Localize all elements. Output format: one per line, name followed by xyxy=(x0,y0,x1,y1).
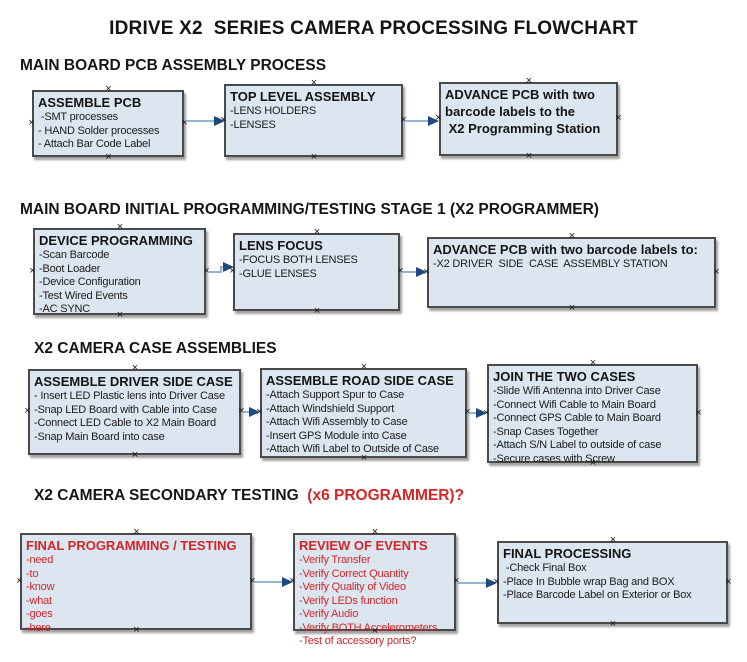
flow-box-review-of-events: REVIEW OF EVENTS -Verify Transfer -Verif… xyxy=(293,533,456,647)
flow-box-advance-pcb-programming-station: ADVANCE PCB with two barcode labels to t… xyxy=(439,82,618,156)
connection-handle-left-icon xyxy=(492,578,501,587)
connection-handle-left-icon xyxy=(422,268,431,277)
connection-handle-top-icon xyxy=(104,85,113,94)
connection-handle-left-icon xyxy=(228,267,237,276)
flow-box-final-programming-testing: FINAL PROGRAMMING / TESTING -need -to -k… xyxy=(20,533,252,634)
box-title: REVIEW OF EVENTS xyxy=(299,538,428,553)
section-header-pcb-assembly: MAIN BOARD PCB ASSEMBLY PROCESS xyxy=(20,57,327,74)
connection-handle-bottom-icon xyxy=(525,152,534,161)
arrow-road-case-to-join-cases xyxy=(469,408,487,418)
connection-handle-top-icon xyxy=(609,536,618,545)
box-items: - Insert LED Plastic lens into Driver Ca… xyxy=(34,390,225,443)
connection-handle-top-icon xyxy=(360,363,369,372)
flow-box-advance-pcb-driver-side-station: ADVANCE PCB with two barcode labels to: … xyxy=(427,237,716,308)
connection-handle-top-icon xyxy=(310,79,319,88)
box-items: -Slide Wifi Antenna into Driver Case -Co… xyxy=(493,385,662,465)
box-items: -Scan Barcode -Boot Loader -Device Confi… xyxy=(39,249,141,315)
box-title: FINAL PROCESSING xyxy=(503,546,632,561)
connection-handle-top-icon xyxy=(131,364,140,373)
connection-handle-bottom-icon xyxy=(131,451,140,460)
box-items: -Check Final Box -Place In Bubble wrap B… xyxy=(503,562,692,601)
connection-handle-top-icon xyxy=(525,77,534,86)
box-items: -need -to -know -what -goes -here xyxy=(26,554,55,634)
connection-handle-left-icon xyxy=(255,408,264,417)
connection-handle-bottom-icon xyxy=(104,153,113,162)
connection-handle-bottom-icon xyxy=(568,304,577,313)
box-title: ASSEMBLE ROAD SIDE CASE xyxy=(266,373,454,388)
arrow-driver-case-to-road-case xyxy=(243,407,260,417)
flow-box-final-processing: FINAL PROCESSING -Check Final Box -Place… xyxy=(497,541,728,624)
box-items: -Attach Support Spur to Case -Attach Win… xyxy=(266,389,439,455)
connection-handle-top-icon xyxy=(132,528,141,537)
arrow-top-level-to-advance-pcb xyxy=(405,116,439,126)
arrow-review-to-final-processing xyxy=(458,578,497,588)
connection-handle-bottom-icon xyxy=(609,620,618,629)
flow-box-device-programming: DEVICE PROGRAMMING -Scan Barcode -Boot L… xyxy=(33,228,206,315)
box-title: DEVICE PROGRAMMING xyxy=(39,233,193,248)
connection-handle-top-icon xyxy=(116,223,125,232)
arrow-final-programming-to-review xyxy=(254,577,293,587)
connection-handle-left-icon xyxy=(288,577,297,586)
box-items: -SMT processes - HAND Solder processes -… xyxy=(38,111,160,150)
connection-handle-left-icon xyxy=(15,577,24,586)
flow-box-join-the-two-cases: JOIN THE TWO CASES -Slide Wifi Antenna i… xyxy=(487,364,698,465)
connection-handle-bottom-icon xyxy=(310,153,319,162)
box-title: LENS FOCUS xyxy=(239,238,323,253)
box-title: ADVANCE PCB with two barcode labels to: xyxy=(433,242,698,257)
connection-handle-left-icon xyxy=(482,409,491,418)
flow-box-assemble-driver-side-case: ASSEMBLE DRIVER SIDE CASE - Insert LED P… xyxy=(28,369,241,455)
connection-handle-left-icon xyxy=(28,267,37,276)
box-items: -Verify Transfer -Verify Correct Quantit… xyxy=(299,554,438,647)
connection-handle-top-icon xyxy=(568,232,577,241)
box-items: -FOCUS BOTH LENSES -GLUE LENSES xyxy=(239,254,358,280)
flow-box-assemble-road-side-case: ASSEMBLE ROAD SIDE CASE -Attach Support … xyxy=(260,368,467,458)
box-items: -X2 DRIVER SIDE CASE ASSEMBLY STATION xyxy=(433,258,668,270)
connection-handle-bottom-icon xyxy=(313,307,322,316)
section-header-red-suffix: (x6 PROGRAMMER)? xyxy=(303,487,465,504)
connection-handle-top-icon xyxy=(589,359,598,368)
flow-box-top-level-assembly: TOP LEVEL ASSEMBLY -LENS HOLDERS -LENSES xyxy=(224,84,403,157)
box-title: JOIN THE TWO CASES xyxy=(493,369,636,384)
box-items: -LENS HOLDERS -LENSES xyxy=(230,105,317,131)
connection-handle-left-icon xyxy=(434,114,443,123)
box-title: ASSEMBLE PCB xyxy=(38,95,142,110)
connection-handle-left-icon xyxy=(23,407,32,416)
section-header-secondary-testing: X2 CAMERA SECONDARY TESTING (x6 PROGRAMM… xyxy=(34,487,464,505)
arrow-lens-focus-to-advance-pcb xyxy=(402,267,427,277)
arrow-assemble-pcb-to-top-level xyxy=(186,116,225,126)
section-header-text: X2 CAMERA SECONDARY TESTING xyxy=(34,487,303,504)
connection-handle-left-icon xyxy=(27,119,36,128)
page-title: IDRIVE X2 SERIES CAMERA PROCESSING FLOWC… xyxy=(109,18,638,39)
connection-handle-left-icon xyxy=(219,116,228,125)
box-title: TOP LEVEL ASSEMBLY xyxy=(230,89,376,104)
flow-box-lens-focus: LENS FOCUS -FOCUS BOTH LENSES -GLUE LENS… xyxy=(233,233,400,311)
box-title: ADVANCE PCB with two barcode labels to t… xyxy=(445,87,601,136)
box-title: FINAL PROGRAMMING / TESTING xyxy=(26,538,237,553)
flow-box-assemble-pcb: ASSEMBLE PCB -SMT processes - HAND Solde… xyxy=(32,90,184,157)
connection-handle-top-icon xyxy=(313,228,322,237)
box-title: ASSEMBLE DRIVER SIDE CASE xyxy=(34,374,233,389)
connection-handle-top-icon xyxy=(371,528,380,537)
arrow-device-programming-to-lens-focus xyxy=(208,262,234,273)
section-header-case-assemblies: X2 CAMERA CASE ASSEMBLIES xyxy=(34,340,277,357)
section-header-initial-programming: MAIN BOARD INITIAL PROGRAMMING/TESTING S… xyxy=(20,201,599,218)
